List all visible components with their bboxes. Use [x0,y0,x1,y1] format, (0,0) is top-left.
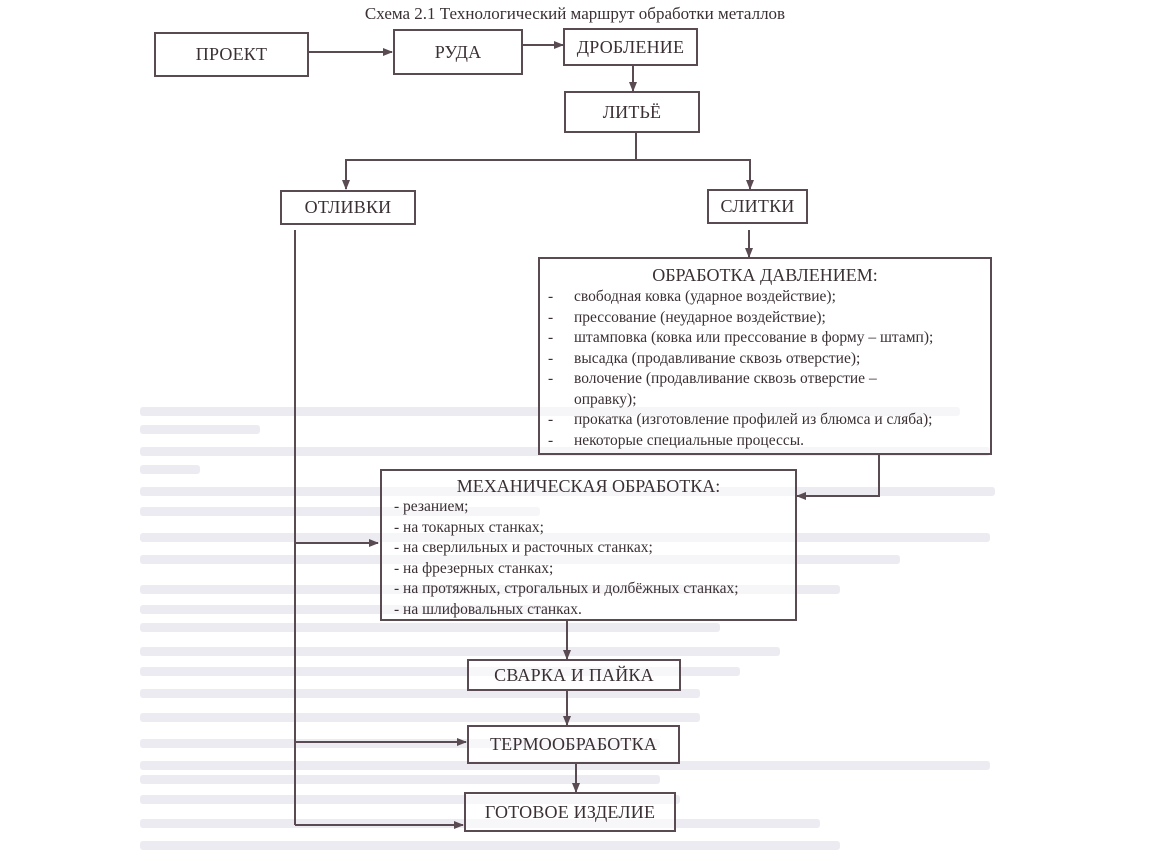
list-item: - на фрезерных станках; [394,559,554,577]
list-item-continuation: оправку); [574,390,637,408]
list-item-text: некоторые специальные процессы. [574,431,805,449]
node-project-label: ПРОЕКТ [195,44,268,64]
pressure-processing-list: -свободная ковка (ударное воздействие); … [540,287,990,451]
mechanical-processing-header: МЕХАНИЧЕСКАЯ ОБРАБОТКА: [456,476,721,496]
node-ore-label: РУДА [434,41,482,62]
node-finished-product: ГОТОВОЕ ИЗДЕЛИЕ [464,792,676,832]
node-project: ПРОЕКТ [154,32,309,77]
bullet-dash: - [548,349,554,367]
node-heat-treatment-label: ТЕРМООБРАБОТКА [489,734,658,754]
bullet-dash: - [548,431,554,449]
line-split [345,159,751,189]
node-finished-product-label: ГОТОВОЕ ИЗДЕЛИЕ [484,801,656,822]
list-item-text: волочение (продавливание сквозь отверсти… [574,370,877,387]
list-item: - прокатка (изготовление профилей из блюм… [540,410,990,431]
list-item: - некоторые специальные процессы. [540,431,990,452]
list-item: - свободная ковка (ударное воздействие); [540,287,990,308]
node-pressure-processing: ОБРАБОТКА ДАВЛЕНИЕМ: - свободная ковка (у… [538,257,992,455]
list-item: - штамповка (ковка или прессование в форм… [540,328,990,349]
node-ore: РУДА [393,29,523,75]
list-item: - на сверлильных и расточных станках; [394,539,653,556]
node-casting-label: ЛИТЬЁ [602,101,662,122]
node-crushing: ДРОБЛЕНИЕ [563,28,698,66]
node-castings: ОТЛИВКИ [280,190,416,225]
bullet-dash: - [548,308,554,326]
list-item: - резанием; [394,498,469,515]
list-item: - высадка (продавливание сквозь отверстие… [540,349,990,370]
mechanical-processing-list: - резанием; - на токарных станках; - на … [382,497,795,620]
bullet-dash: - [548,329,554,346]
node-castings-label: ОТЛИВКИ [304,197,392,217]
node-heat-treatment: ТЕРМООБРАБОТКА [467,725,680,764]
bullet-dash: - [548,411,554,428]
list-item: - на протяжных, строгальных и долбёжных … [394,580,739,597]
list-item: - прессование (неударное воздействие); [540,308,990,329]
list-item-text: прессование (неударное воздействие); [574,308,826,326]
node-welding-label: СВАРКА И ПАЙКА [494,664,654,685]
list-item: - на токарных станках; [394,518,544,536]
node-casting: ЛИТЬЁ [564,91,700,133]
bullet-dash: - [548,288,554,305]
list-item-text: прокатка (изготовление профилей из блюмс… [574,411,933,428]
node-welding: СВАРКА И ПАЙКА [467,659,681,691]
list-item: - на шлифовальных станках. [394,600,582,618]
node-mechanical-processing: МЕХАНИЧЕСКАЯ ОБРАБОТКА: - резанием; - на… [380,469,797,621]
diagram-title: Схема 2.1 Технологический маршрут обрабо… [364,4,786,23]
list-item-text: высадка (продавливание сквозь отверстие)… [574,349,861,367]
list-item-text: штамповка (ковка или прессование в форму… [574,329,934,346]
node-ingots: СЛИТКИ [707,189,808,224]
node-crushing-label: ДРОБЛЕНИЕ [576,36,685,57]
arrow-pressure-mech [796,455,880,500]
bullet-dash: - [548,370,554,387]
pressure-processing-header: ОБРАБОТКА ДАВЛЕНИЕМ: [652,265,878,285]
node-ingots-label: СЛИТКИ [720,196,795,216]
list-item-text: свободная ковка (ударное воздействие); [574,288,836,305]
list-item: - волочение (продавливание сквозь отверст… [540,369,990,410]
